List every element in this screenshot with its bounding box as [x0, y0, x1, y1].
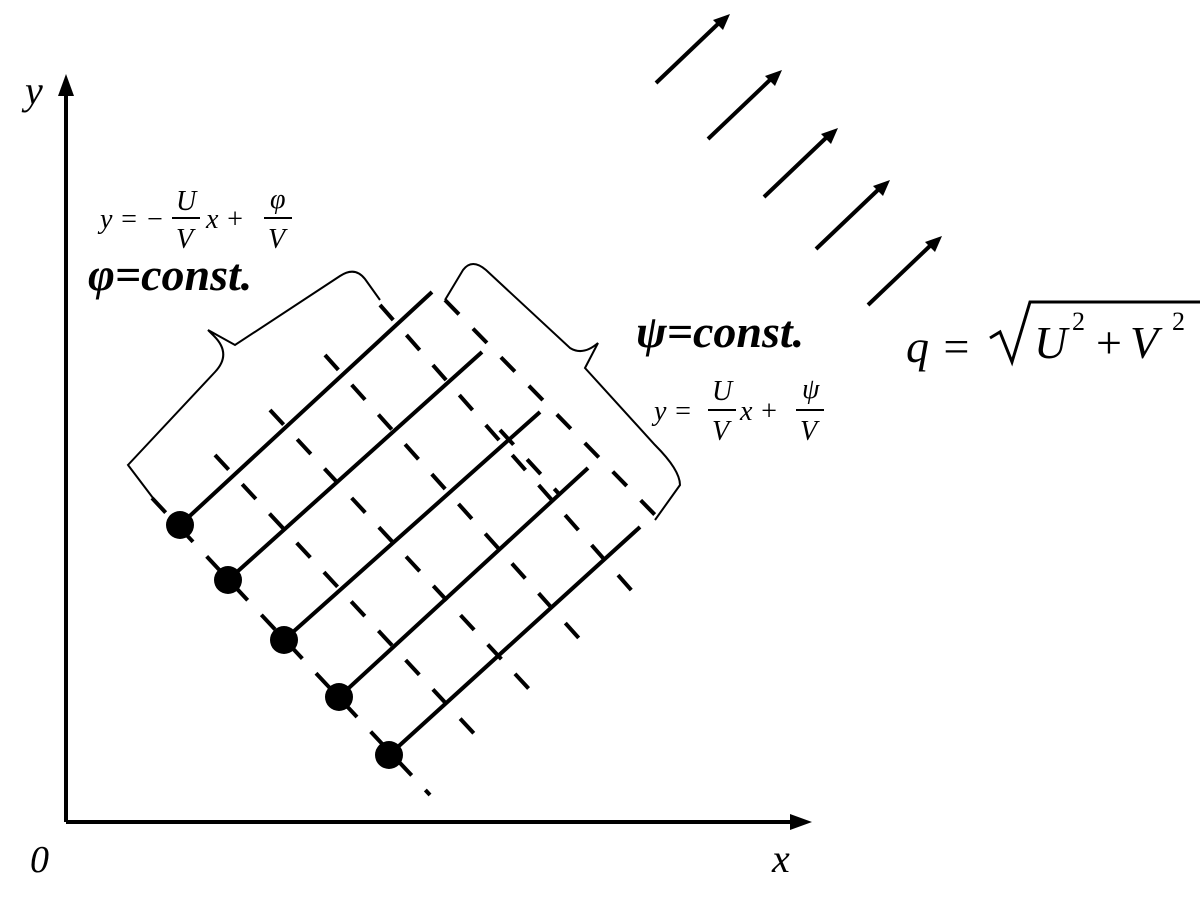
equipotential-line	[323, 353, 587, 647]
flow-arrow	[654, 20, 722, 85]
phi-eq-num1: U	[176, 186, 198, 217]
flow-arrow-head	[925, 236, 942, 252]
speed-eq-lhs: q =	[906, 321, 972, 372]
speed-eq-plus: +	[1096, 317, 1122, 368]
x-axis-label: x	[771, 836, 790, 881]
flow-arrow-head	[873, 180, 890, 196]
x-axis-arrowhead	[790, 814, 812, 830]
stream-lines	[178, 290, 642, 757]
y-axis-arrowhead	[58, 74, 74, 96]
stream-origin-point	[166, 511, 194, 539]
psi-brace	[444, 263, 682, 521]
phi-eq-den1: V	[176, 224, 196, 255]
stream-line	[337, 466, 590, 699]
flow-arrow-head	[765, 70, 782, 86]
flow-arrow-head	[821, 128, 838, 144]
flow-arrow	[762, 134, 830, 199]
flow-arrow-head	[713, 14, 730, 30]
flow-arrow	[866, 242, 934, 307]
equipotential-line	[213, 453, 482, 742]
psi-eq-num2: ψ	[802, 374, 820, 405]
equipotential-line	[268, 408, 532, 692]
equipotential-lines	[150, 298, 662, 797]
flow-arrow	[814, 186, 882, 251]
psi-eq-den2: V	[800, 416, 820, 447]
stream-line	[282, 410, 542, 642]
phi-const-label: φ=const.	[88, 249, 252, 300]
psi-eq-den1: V	[712, 416, 732, 447]
phi-brace	[126, 270, 381, 499]
stream-line	[226, 350, 484, 582]
psi-const-label: ψ=const.	[636, 306, 804, 357]
psi-eq-mid: x +	[739, 396, 778, 427]
phi-eq-lhs: y = −	[97, 204, 164, 235]
flow-arrow	[706, 76, 774, 141]
equipotential-line	[443, 298, 662, 522]
speed-equation: q = U 2 + V 2	[906, 300, 1200, 372]
stream-line-origins	[166, 511, 403, 769]
equipotential-line	[378, 303, 642, 602]
stream-line	[387, 525, 642, 757]
psi-equation: y = U V x + ψ V	[651, 374, 824, 447]
speed-eq-radicand-b: V	[1130, 317, 1163, 368]
stream-line	[178, 290, 434, 527]
speed-eq-exp-b: 2	[1172, 307, 1185, 336]
speed-eq-radicand-a: U	[1034, 317, 1070, 368]
sqrt-radical-sign	[989, 300, 1200, 367]
y-axis-label: y	[21, 68, 43, 113]
stream-origin-point	[375, 741, 403, 769]
stream-origin-point	[325, 683, 353, 711]
braces	[126, 263, 682, 521]
phi-eq-num2: φ	[270, 184, 286, 215]
psi-eq-lhs: y =	[651, 396, 692, 427]
stream-origin-point	[270, 626, 298, 654]
psi-eq-num1: U	[712, 376, 734, 407]
phi-equation: y = − U V x + φ V	[97, 184, 292, 255]
phi-eq-den2: V	[268, 224, 288, 255]
flow-arrows	[654, 14, 942, 307]
axes	[58, 74, 812, 830]
speed-eq-exp-a: 2	[1072, 307, 1085, 336]
phi-eq-mid: x +	[205, 204, 244, 235]
stream-origin-point	[214, 566, 242, 594]
origin-label: 0	[30, 839, 49, 881]
